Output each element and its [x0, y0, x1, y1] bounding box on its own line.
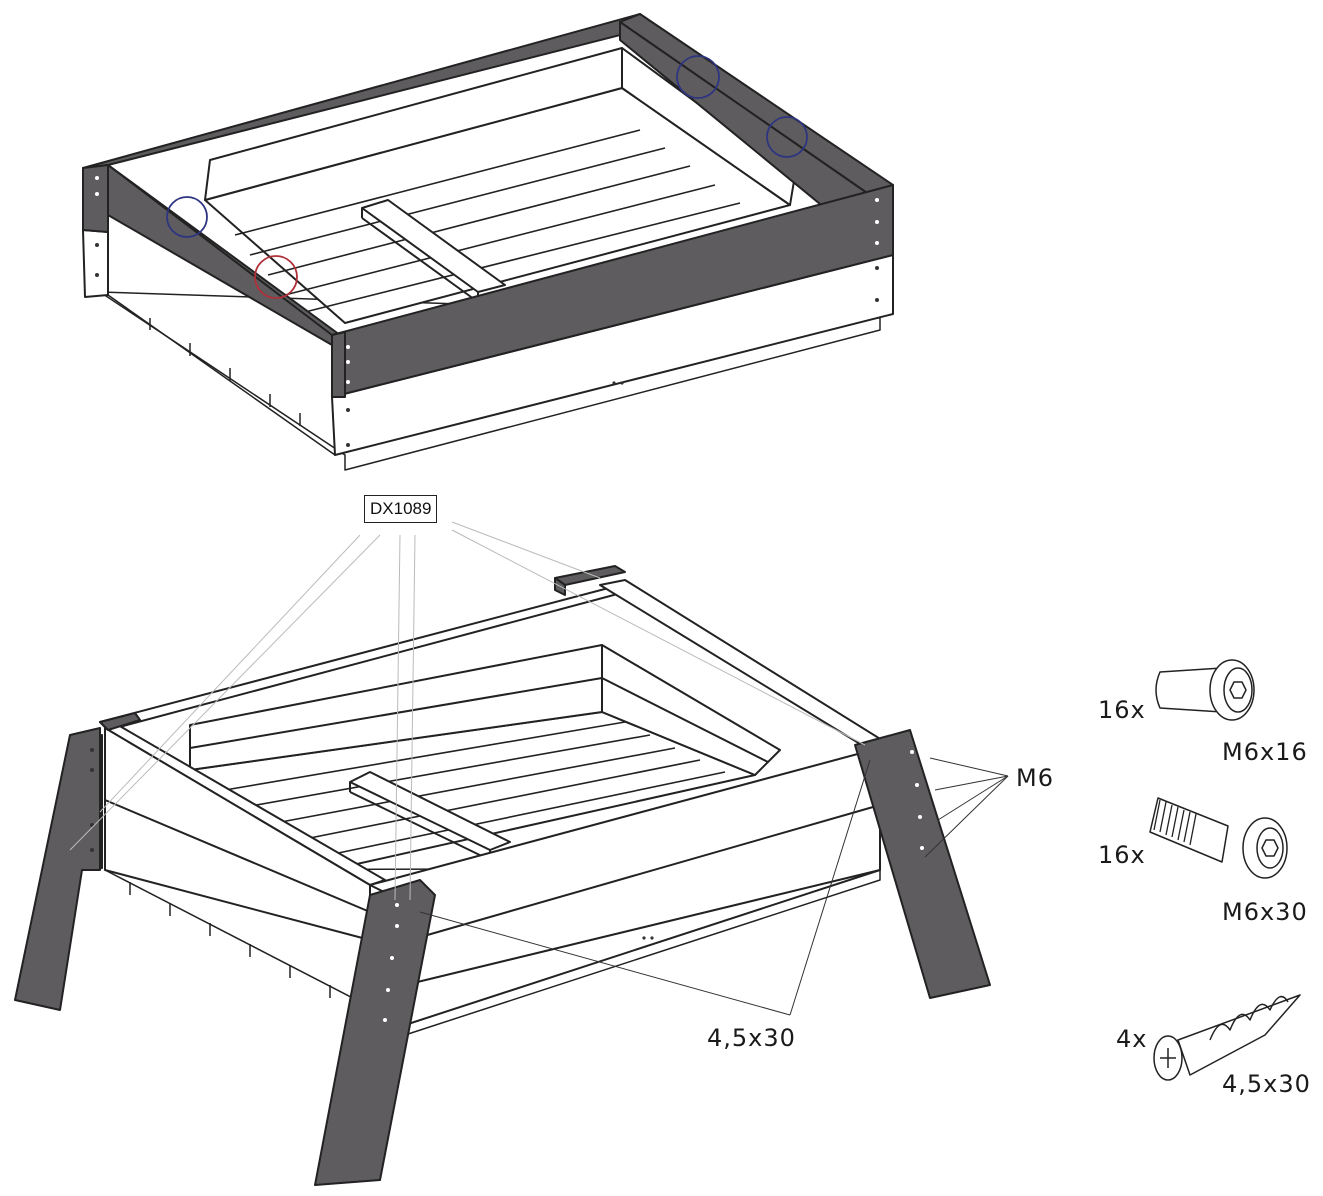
- hardware-qty-2: 16x: [1098, 841, 1146, 869]
- highlight-circle: [676, 55, 720, 99]
- hardware-qty-1: 16x: [1098, 696, 1146, 724]
- highlight-circle: [766, 116, 808, 158]
- hardware-size-1: M6x16: [1222, 738, 1308, 766]
- hardware-size-2: M6x30: [1222, 898, 1308, 926]
- highlight-circle: [254, 255, 298, 299]
- top-box-illustration: [82, 13, 894, 471]
- hardware-size-3: 4,5x30: [1222, 1070, 1311, 1098]
- bottom-box-illustration: [14, 565, 991, 1186]
- screw-size-label: 4,5x30: [707, 1024, 796, 1052]
- part-number-label: DX1089: [364, 495, 438, 523]
- hardware-qty-3: 4x: [1116, 1025, 1148, 1053]
- leader-lines: [69, 521, 1009, 1016]
- short-bolt-icon: [1155, 659, 1255, 721]
- threaded-bolt-icon: [1149, 797, 1288, 879]
- bolt-type-label: M6: [1016, 764, 1054, 792]
- highlight-circle: [166, 196, 208, 238]
- wood-screw-icon: [1153, 994, 1301, 1081]
